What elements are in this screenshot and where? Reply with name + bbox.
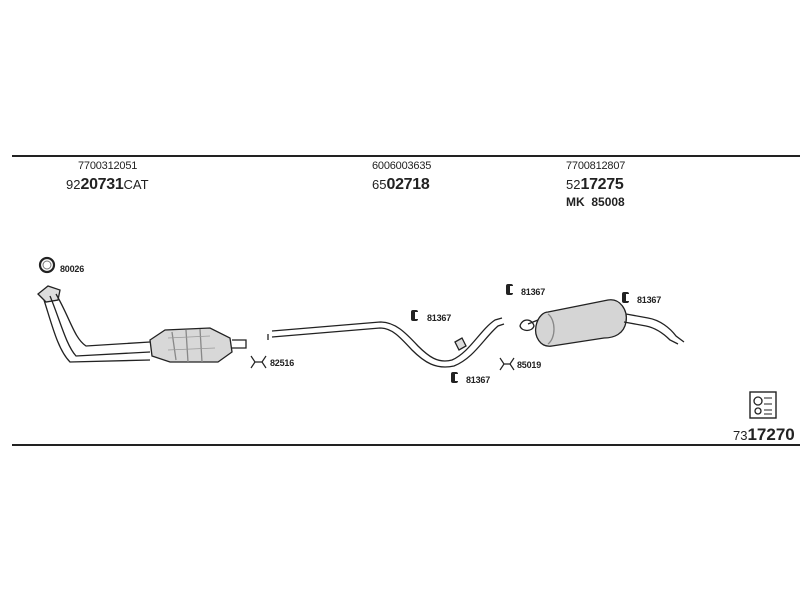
rubber-mount-icon	[506, 284, 513, 295]
rear-clamp-icon	[499, 357, 515, 371]
bottom-divider	[12, 444, 800, 446]
sealing-ring-icon	[38, 256, 56, 274]
mount-mid-lower-label: 81367	[466, 375, 491, 385]
rear-silencer-oem-number: 7700812807	[566, 160, 626, 172]
middle-pipe-drawing	[267, 317, 505, 368]
rubber-mount-icon	[451, 372, 458, 383]
rubber-mount-icon	[622, 292, 629, 303]
sealing-ring-label: 80026	[60, 264, 85, 274]
front-clamp-label: 82516	[270, 358, 295, 368]
front-clamp-icon	[250, 355, 267, 369]
mount-mid-upper-label: 81367	[427, 313, 452, 323]
middle-pipe-oem-number: 6006003635	[372, 160, 432, 172]
front-pipe-catalyst-drawing	[37, 285, 247, 363]
rear-silencer-drawing	[519, 299, 685, 347]
rear-clamp-label: 85019	[517, 360, 542, 370]
mount-rear-left-label: 81367	[521, 287, 546, 297]
middle-pipe-part-number: 6502718	[372, 176, 430, 193]
catalyst-oem-number: 7700312051	[78, 160, 138, 172]
top-divider	[12, 155, 800, 157]
mounting-kit-number: MK 85008	[566, 195, 625, 209]
mount-rear-right-label: 81367	[637, 295, 662, 305]
kit-symbol-icon	[749, 391, 777, 419]
rear-silencer-part-number: 5217275	[566, 176, 624, 193]
rubber-mount-icon	[411, 310, 418, 321]
exhaust-kit-number: 7317270	[733, 425, 795, 444]
catalyst-part-number: 9220731CAT	[66, 176, 149, 193]
